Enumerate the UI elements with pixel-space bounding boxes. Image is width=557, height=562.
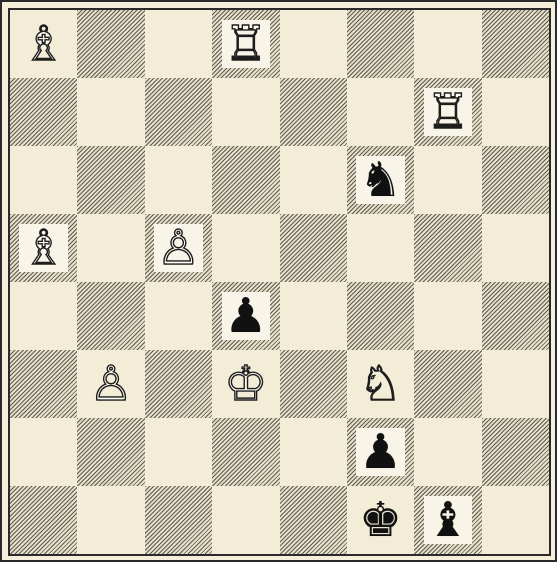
white-bishop-icon[interactable]: ♗ [22,20,65,68]
square-a7[interactable] [10,78,77,146]
square-a8[interactable]: ♗ [10,10,77,78]
square-b1[interactable] [77,486,144,554]
square-h7[interactable] [482,78,549,146]
white-rook-icon[interactable]: ♖ [224,20,267,68]
piece-backdrop: ♟ [222,292,271,341]
square-b3[interactable]: ♙ [77,350,144,418]
square-h4[interactable] [482,282,549,350]
square-c4[interactable] [145,282,212,350]
chess-board: ♗ ♖ ♖ ♞ ♗ ♙ ♟ ♙ ♔ ♘ ♟ ♚ ♝ [8,8,551,556]
square-g5[interactable] [414,214,481,282]
black-pawn-icon[interactable]: ♟ [224,292,267,340]
square-c5[interactable]: ♙ [145,214,212,282]
square-h1[interactable] [482,486,549,554]
white-pawn-icon[interactable]: ♙ [157,224,200,272]
square-e3[interactable] [280,350,347,418]
square-c8[interactable] [145,10,212,78]
square-a5[interactable]: ♗ [10,214,77,282]
square-e2[interactable] [280,418,347,486]
square-b6[interactable] [77,146,144,214]
square-g1[interactable]: ♝ [414,486,481,554]
square-b2[interactable] [77,418,144,486]
square-g3[interactable] [414,350,481,418]
white-rook-icon[interactable]: ♖ [426,88,469,136]
square-b4[interactable] [77,282,144,350]
black-knight-icon[interactable]: ♞ [359,156,402,204]
piece-backdrop: ♝ [424,496,473,545]
piece-backdrop: ♟ [356,428,405,477]
square-h8[interactable] [482,10,549,78]
square-f4[interactable] [347,282,414,350]
square-g6[interactable] [414,146,481,214]
piece-backdrop: ♗ [19,20,68,69]
square-e5[interactable] [280,214,347,282]
white-knight-icon[interactable]: ♘ [359,360,402,408]
square-a2[interactable] [10,418,77,486]
piece-backdrop: ♗ [19,224,68,273]
piece-backdrop: ♘ [356,360,405,409]
square-d2[interactable] [212,418,279,486]
square-d1[interactable] [212,486,279,554]
square-h2[interactable] [482,418,549,486]
square-c7[interactable] [145,78,212,146]
square-d3[interactable]: ♔ [212,350,279,418]
square-g4[interactable] [414,282,481,350]
square-g7[interactable]: ♖ [414,78,481,146]
black-king-icon[interactable]: ♚ [359,496,402,544]
piece-backdrop: ♞ [356,156,405,205]
white-king-icon[interactable]: ♔ [224,360,267,408]
square-d5[interactable] [212,214,279,282]
square-f2[interactable]: ♟ [347,418,414,486]
square-d7[interactable] [212,78,279,146]
square-e7[interactable] [280,78,347,146]
square-a1[interactable] [10,486,77,554]
piece-backdrop: ♖ [222,20,271,69]
square-e8[interactable] [280,10,347,78]
square-b7[interactable] [77,78,144,146]
square-f1[interactable]: ♚ [347,486,414,554]
square-a4[interactable] [10,282,77,350]
square-d6[interactable] [212,146,279,214]
square-h3[interactable] [482,350,549,418]
white-bishop-icon[interactable]: ♗ [22,224,65,272]
black-pawn-icon[interactable]: ♟ [359,428,402,476]
piece-backdrop: ♚ [356,496,405,545]
square-b5[interactable] [77,214,144,282]
square-g8[interactable] [414,10,481,78]
square-f8[interactable] [347,10,414,78]
square-c3[interactable] [145,350,212,418]
square-e6[interactable] [280,146,347,214]
square-b8[interactable] [77,10,144,78]
piece-backdrop: ♖ [424,88,473,137]
square-h6[interactable] [482,146,549,214]
square-e4[interactable] [280,282,347,350]
black-bishop-icon[interactable]: ♝ [426,496,469,544]
square-d4[interactable]: ♟ [212,282,279,350]
square-c2[interactable] [145,418,212,486]
piece-backdrop: ♙ [154,224,203,273]
square-a3[interactable] [10,350,77,418]
square-f6[interactable]: ♞ [347,146,414,214]
square-c6[interactable] [145,146,212,214]
square-f5[interactable] [347,214,414,282]
square-c1[interactable] [145,486,212,554]
square-a6[interactable] [10,146,77,214]
square-h5[interactable] [482,214,549,282]
square-f7[interactable] [347,78,414,146]
white-pawn-icon[interactable]: ♙ [90,360,133,408]
piece-backdrop: ♔ [222,360,271,409]
piece-backdrop: ♙ [87,360,136,409]
square-e1[interactable] [280,486,347,554]
square-g2[interactable] [414,418,481,486]
square-f3[interactable]: ♘ [347,350,414,418]
square-d8[interactable]: ♖ [212,10,279,78]
